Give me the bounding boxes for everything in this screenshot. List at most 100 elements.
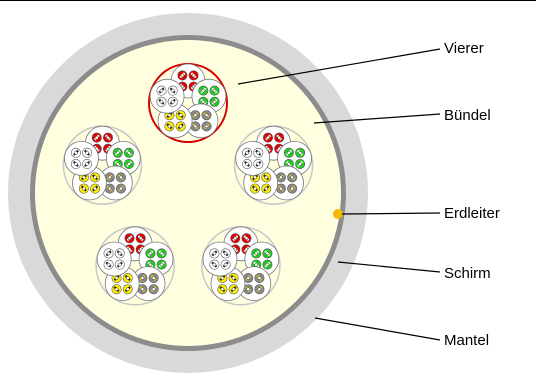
conductor-marking-white: [244, 149, 251, 156]
conductor-core-white: [245, 150, 249, 155]
conductor-marking-green: [297, 149, 304, 156]
conductor-marking-white: [211, 261, 218, 268]
quad-white: [235, 140, 271, 176]
conductor-marking-gray: [192, 123, 199, 130]
conductor-core-red: [277, 135, 282, 140]
conductor-core-white: [159, 99, 164, 104]
conductor-core-yellow: [264, 175, 269, 180]
quad-white: [149, 78, 185, 114]
conductor-marking-gray: [289, 174, 296, 181]
conductor-marking-red: [137, 235, 144, 242]
conductor-core-gray: [279, 175, 283, 180]
conductor-marking-yellow: [177, 112, 184, 119]
conductor-core-green: [212, 88, 217, 93]
conductor-core-green: [298, 162, 302, 166]
conductor-marking-yellow: [263, 185, 270, 192]
conductor-core-green: [287, 150, 291, 155]
conductor-marking-yellow: [177, 123, 184, 130]
quad-green: [277, 140, 312, 176]
conductor-marking-red: [264, 134, 272, 141]
conductor-core-gray: [193, 113, 198, 118]
conductor-marking-white: [158, 87, 165, 94]
conductor-core-gray: [151, 276, 156, 280]
conductor-marking-gray: [289, 185, 296, 192]
conductor-core-gray: [204, 124, 209, 129]
conductor-marking-red: [137, 246, 144, 253]
conductor-marking-white: [255, 160, 262, 168]
conductor-core-red: [233, 236, 238, 241]
conductor-marking-gray: [256, 274, 263, 282]
conductor-marking-gray: [245, 274, 252, 282]
quad-sheath: [202, 241, 238, 277]
conductor-core-green: [265, 262, 270, 267]
leader-line-erdleiter: [341, 212, 441, 215]
conductor-marking-gray: [106, 185, 113, 192]
conductor-marking-green: [158, 261, 165, 268]
conductor-marking-gray: [106, 174, 113, 181]
conductor-marking-yellow: [113, 286, 120, 293]
label-schirm: Schirm: [444, 265, 491, 282]
conductor-marking-red: [276, 134, 283, 141]
conductor-marking-white: [72, 160, 79, 168]
conductor-core-gray: [140, 287, 145, 292]
conductor-marking-yellow: [219, 274, 226, 282]
conductor-marking-red: [126, 235, 133, 242]
conductor-marking-gray: [245, 286, 252, 293]
conductor-core-gray: [193, 124, 198, 129]
quad-gray: [97, 165, 133, 201]
conductor-marking-white: [158, 98, 165, 105]
conductor-core-green: [201, 88, 206, 93]
conductor-core-red: [127, 236, 132, 241]
conductor-marking-white: [105, 261, 112, 268]
conductor-core-white: [170, 99, 175, 104]
erdleiter-conductor: [333, 209, 343, 219]
conductor-marking-green: [147, 261, 154, 268]
conductor-core-white: [212, 262, 217, 267]
conductor-marking-green: [253, 250, 260, 257]
label-mantel: Mantel: [444, 332, 490, 349]
conductor-marking-yellow: [92, 185, 99, 192]
conductor-core-yellow: [253, 175, 257, 180]
quad-gray: [183, 103, 219, 139]
conductor-marking-red: [243, 235, 250, 242]
conductor-core-yellow: [125, 276, 130, 280]
conductor-core-green: [287, 162, 291, 166]
conductor-marking-gray: [117, 174, 124, 181]
conductor-marking-yellow: [166, 123, 173, 130]
conductor-marking-gray: [150, 274, 157, 282]
conductor-core-gray: [290, 175, 294, 180]
conductor-core-white: [85, 162, 89, 166]
conductor-marking-red: [104, 134, 112, 141]
conductor-marking-green: [125, 149, 132, 156]
conductor-core-yellow: [264, 186, 269, 191]
conductor-core-green: [115, 150, 120, 155]
conductor-marking-green: [200, 87, 207, 94]
conductor-marking-gray: [256, 286, 263, 293]
conductor-core-gray: [257, 287, 262, 292]
conductor-core-red: [180, 73, 185, 78]
conductor-marking-green: [264, 250, 271, 257]
conductor-core-gray: [290, 186, 294, 191]
conductor-core-green: [212, 99, 217, 104]
conductor-core-red: [191, 73, 196, 78]
conductor-marking-green: [114, 149, 121, 156]
conductor-core-white: [159, 88, 164, 93]
conductor-marking-yellow: [92, 174, 99, 181]
conductor-core-yellow: [93, 175, 97, 180]
conductor-core-gray: [107, 175, 112, 180]
quad-gray: [236, 266, 272, 302]
conductor-core-gray: [246, 276, 251, 280]
conductor-marking-white: [72, 149, 79, 156]
conductor-marking-white: [244, 160, 251, 168]
leader-line-mantel: [314, 317, 441, 341]
conductor-core-red: [244, 236, 249, 241]
conductor-marking-yellow: [80, 185, 87, 192]
conductor-core-gray: [107, 186, 112, 191]
conductor-marking-white: [169, 98, 176, 105]
conductor-marking-green: [114, 160, 121, 168]
conductor-core-gray: [119, 175, 123, 180]
conductor-marking-white: [222, 250, 229, 257]
conductor-marking-white: [222, 261, 229, 268]
conductor-marking-gray: [203, 112, 210, 119]
conductor-core-yellow: [93, 186, 97, 191]
